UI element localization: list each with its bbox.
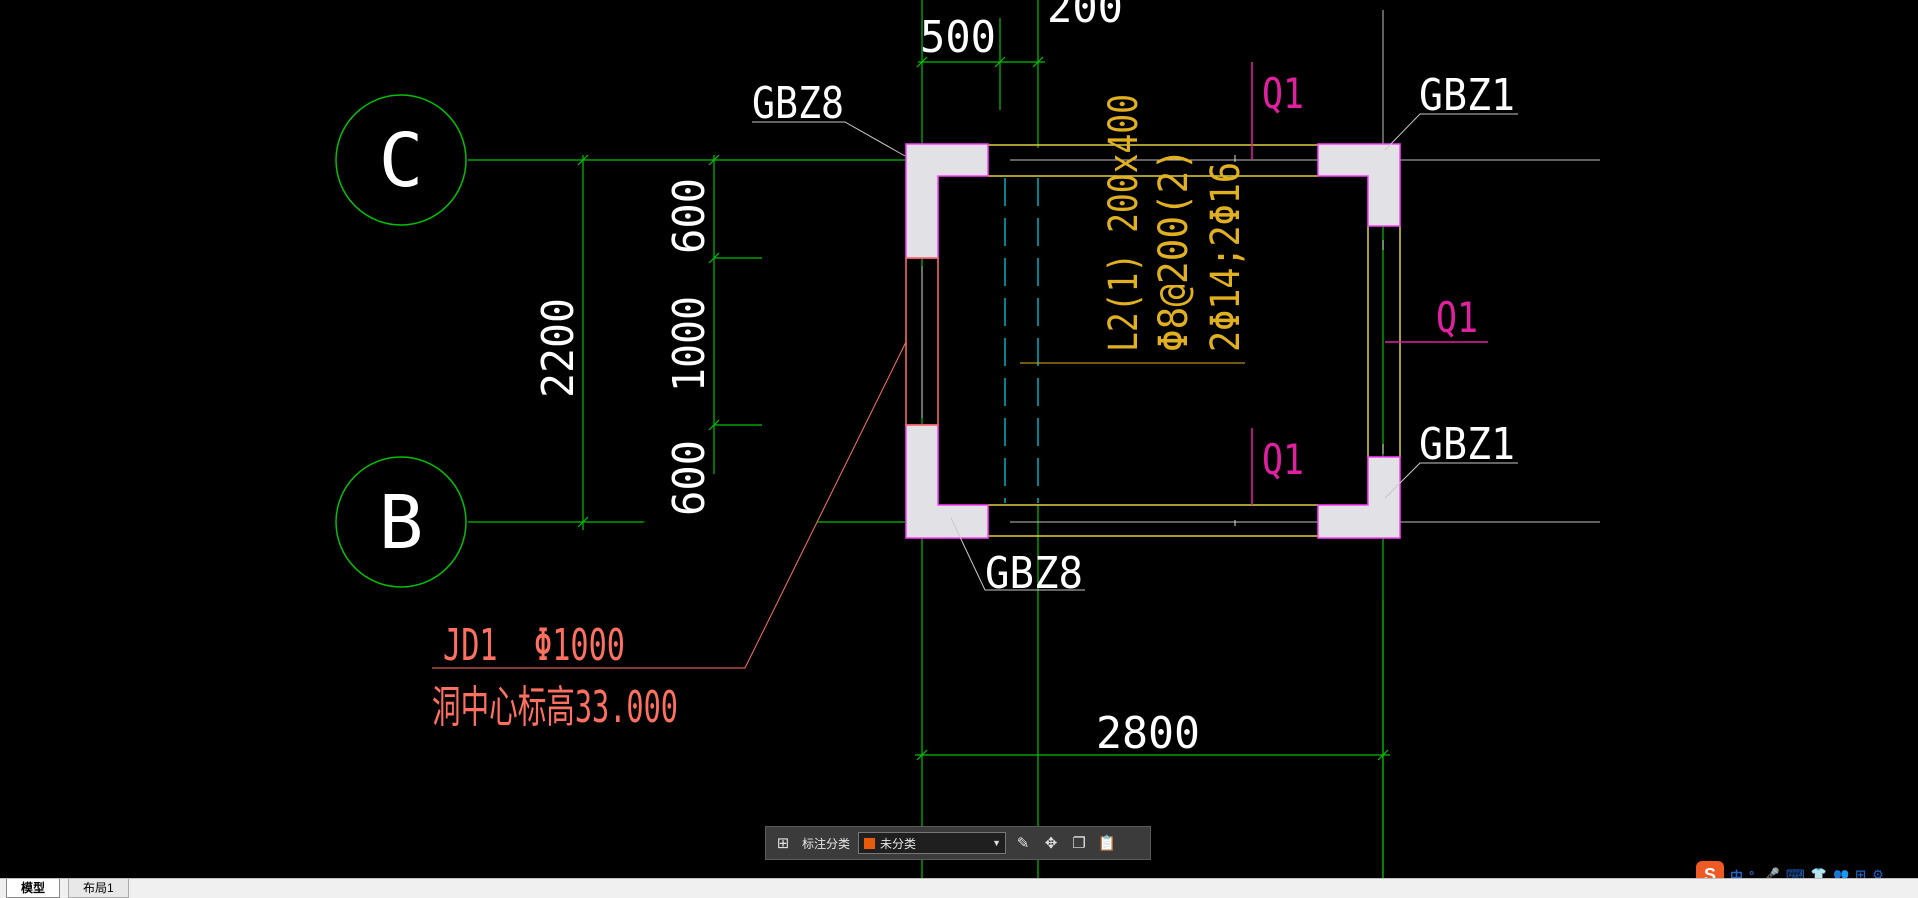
dim-1000: 1000 [664,296,715,392]
label-gbz1-top: GBZ1 [1419,70,1515,121]
label-gbz1-bottom: GBZ1 [1419,419,1515,470]
beam-spec-line3: 2Φ14;2Φ16 [1203,162,1249,352]
column-gbz1-bottom[interactable] [1317,456,1401,539]
edit-icon[interactable]: ✎ [1016,835,1030,852]
category-color-swatch [863,836,877,850]
column-gbz1-top[interactable] [1317,143,1401,227]
label-q1-top: Q1 [1262,69,1304,118]
opening-jd1[interactable] [905,257,939,426]
opening-label-line1: JD1 Φ1000 [443,620,625,671]
annotation-toolbar: ⊞ 标注分类 未分类 ▼ ✎ ✥ ❐ 📋 [765,826,1151,860]
tab-layout1[interactable]: 布局1 [68,879,129,898]
ime-punctuation-icon[interactable]: °, [1749,867,1758,883]
paste-icon[interactable]: 📋 [1097,835,1117,852]
opening-leader [432,341,907,669]
label-gbz8-bottom: GBZ8 [985,548,1083,599]
label-gbz8-top: GBZ8 [752,78,844,129]
dim-600-top: 600 [664,178,715,254]
tab-model[interactable]: 模型 [6,879,61,898]
reference-lines [1010,10,1600,523]
label-q1-right: Q1 [1436,293,1478,342]
grid-bubble-b[interactable]: B [335,456,467,588]
beam-spec-line2: Φ8@200(2) [1151,148,1197,352]
leader-lines [752,113,1518,591]
cad-drawing-canvas[interactable]: C B [0,0,1918,878]
q1-markers [1251,62,1488,505]
ime-settings-icon[interactable]: ⚙ [1872,867,1884,882]
grid-bubble-c[interactable]: C [335,94,467,226]
category-select-value: 未分类 [880,836,917,851]
label-q1-bottom: Q1 [1262,435,1304,484]
walls[interactable] [988,144,1401,537]
category-label: 标注分类 [802,836,851,851]
dim-600-bottom: 600 [664,440,715,516]
opening-label-line2: 洞中心标高33.000 [432,682,678,733]
dim-200: 200 [1047,0,1123,33]
beam-spec-line1: L2(1) 200x400 [1101,94,1147,352]
layout-tab-bar: 模型 布局1 [0,878,1918,898]
grid-bubble-c-label: C [379,118,424,204]
move-icon[interactable]: ✥ [1044,835,1058,852]
category-select[interactable]: 未分类 ▼ [858,832,1007,854]
dim-500: 500 [920,12,996,63]
copy-icon[interactable]: ❐ [1072,835,1086,852]
chevron-down-icon: ▼ [992,838,1002,848]
dim-2800: 2800 [1096,708,1200,759]
grid-bubble-b-label: B [379,480,424,566]
beam-dashed-lines [1004,178,1039,503]
center-markers [1234,155,1384,526]
grid-icon[interactable]: ⊞ [776,835,790,852]
dim-2200: 2200 [533,298,584,398]
ime-toolbox-icon[interactable]: ⊞ [1855,867,1867,882]
